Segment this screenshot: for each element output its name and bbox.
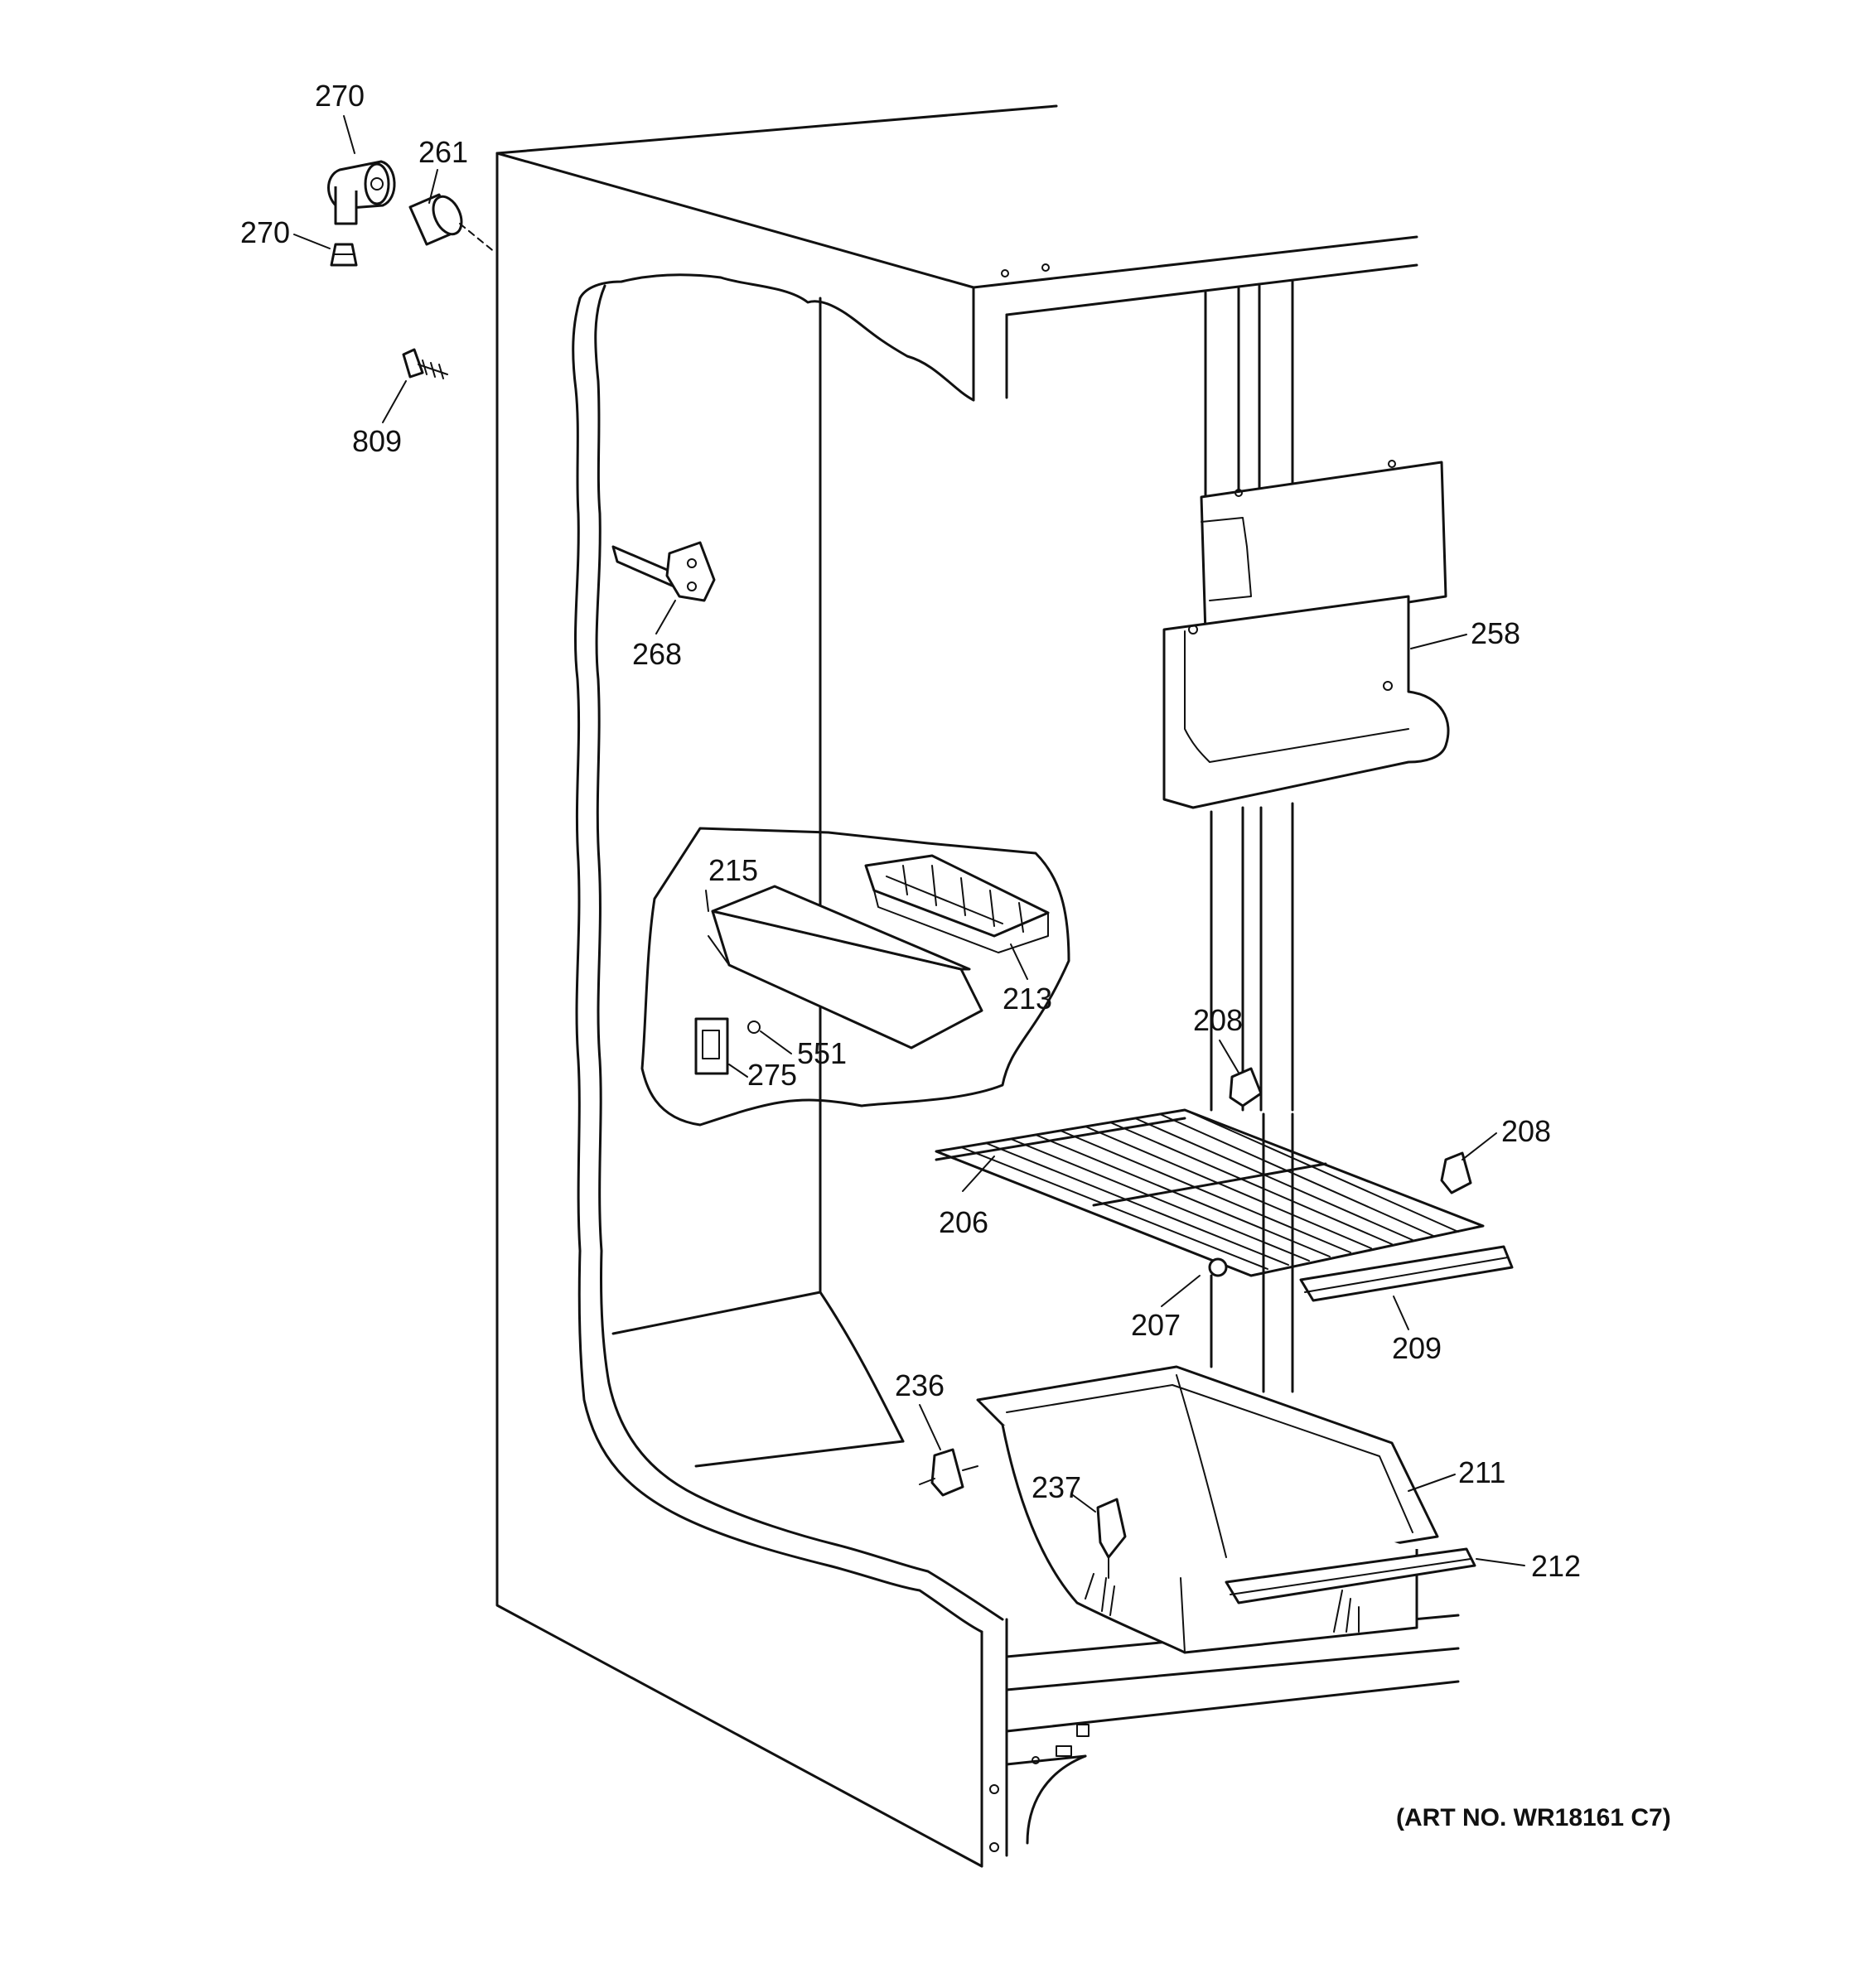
dashed-assembly-line — [459, 223, 496, 253]
callout-211: 211 — [1458, 1455, 1505, 1489]
callout-207: 207 — [1131, 1308, 1181, 1342]
nut-part — [330, 243, 358, 267]
cover-258-part — [1162, 460, 1450, 809]
art-number: (ART NO. WR18161 C7) — [1396, 1804, 1671, 1831]
ice-tray-inset — [640, 827, 1070, 1127]
callout-215: 215 — [708, 853, 758, 887]
callout-209: 209 — [1392, 1331, 1442, 1365]
callout-268: 268 — [632, 637, 682, 671]
drawer-211-part — [919, 1365, 1476, 1654]
callout-208-upper: 208 — [1193, 1003, 1243, 1037]
callout-551: 551 — [797, 1036, 847, 1070]
callout-237: 237 — [1032, 1470, 1081, 1504]
screw-clip-part — [402, 348, 448, 379]
callout-labels: 270 261 270 809 268 258 215 213 551 275 … — [240, 79, 1581, 1583]
water-valve-fitting — [327, 160, 396, 225]
shelf-clip-208-part — [1229, 1067, 1472, 1194]
cabinet-frame — [495, 104, 1460, 1868]
tube-part — [408, 193, 463, 246]
callout-258: 258 — [1471, 616, 1520, 650]
callout-236: 236 — [895, 1368, 945, 1402]
callout-206: 206 — [939, 1205, 988, 1239]
callout-270-left: 270 — [240, 215, 290, 249]
callout-809: 809 — [352, 424, 402, 458]
callout-270-top: 270 — [315, 79, 365, 113]
callout-261: 261 — [418, 135, 468, 169]
callout-213: 213 — [1003, 982, 1052, 1016]
leader-lines — [293, 115, 1525, 1566]
callout-208-lower: 208 — [1501, 1114, 1551, 1148]
callout-212: 212 — [1531, 1549, 1581, 1583]
wire-shelf-206-part — [935, 1108, 1514, 1302]
clip-268-part — [611, 541, 716, 602]
callout-275: 275 — [747, 1058, 797, 1092]
